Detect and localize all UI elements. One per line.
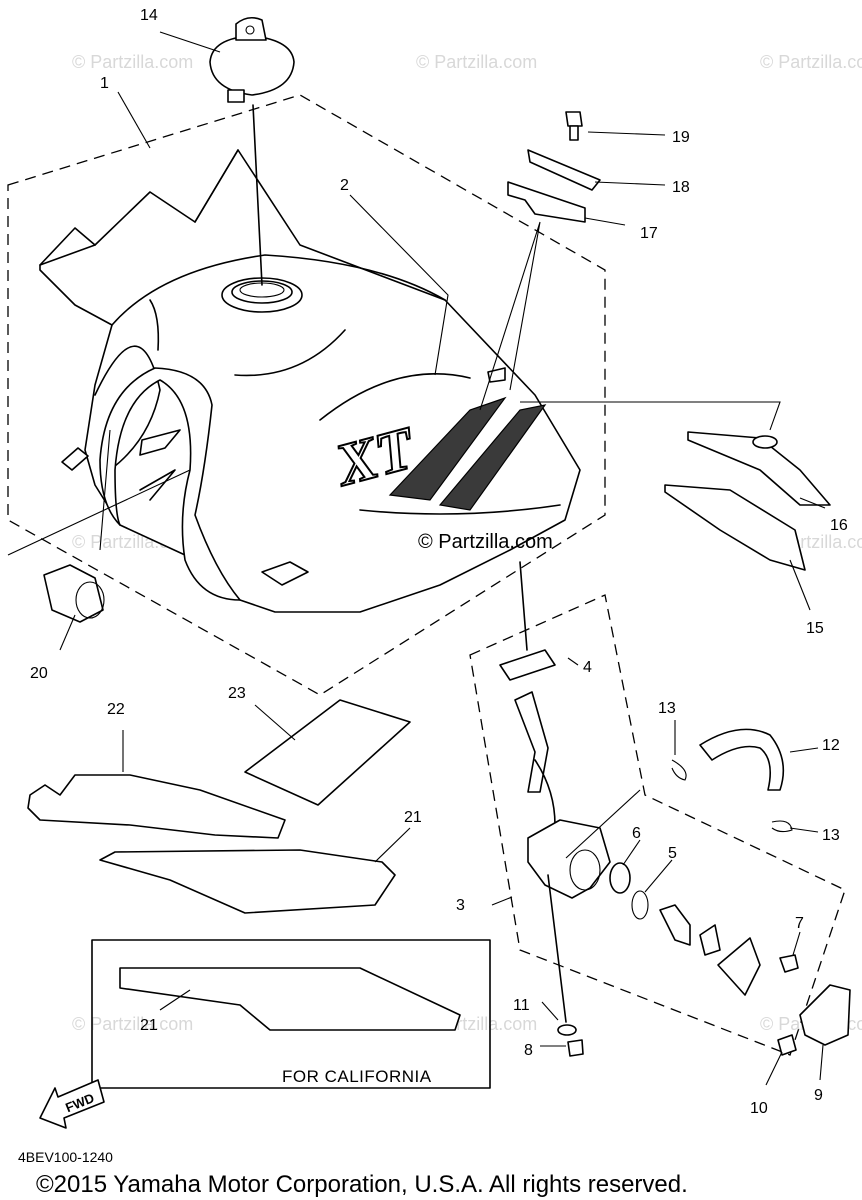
watermark: © Partzilla.com	[72, 52, 193, 72]
callout-21: 21	[404, 809, 422, 826]
callout-9: 9	[814, 1087, 823, 1104]
callout-5: 5	[668, 845, 677, 862]
watermark: © Partzilla.com	[72, 1014, 193, 1034]
callout-8: 8	[524, 1042, 533, 1059]
fuel-strainer	[514, 691, 549, 793]
lever-plate	[717, 937, 761, 996]
callout-13: 13	[658, 700, 676, 717]
watermark-center: © Partzilla.com	[418, 531, 553, 553]
fuel-hose-12	[699, 728, 785, 791]
watermark: © Partzilla.com	[416, 52, 537, 72]
callout-17: 17	[640, 225, 658, 242]
callout-20: 20	[30, 665, 48, 682]
callout-12: 12	[822, 737, 840, 754]
callout-6: 6	[632, 825, 641, 842]
o-ring-5	[631, 890, 649, 920]
packing-6	[609, 862, 631, 894]
screw-10	[777, 1034, 797, 1056]
callout-21: 21	[140, 1017, 158, 1034]
clip-13	[771, 820, 793, 833]
callout-14: 14	[140, 7, 158, 24]
pad-21	[99, 849, 396, 914]
leader-lines	[7, 31, 826, 1086]
fuel-cock-outline	[469, 594, 846, 1056]
callout-13: 13	[822, 827, 840, 844]
callout-3: 3	[456, 897, 465, 914]
cap-20	[43, 564, 105, 623]
pad-21-california	[119, 967, 461, 1031]
plate-18	[527, 149, 601, 191]
valve	[659, 904, 691, 946]
callout-23: 23	[228, 685, 246, 702]
callout-10: 10	[750, 1100, 768, 1117]
damper-17	[507, 181, 586, 223]
callout-22: 22	[107, 701, 125, 718]
callouts: 14 1 2 19 18 17 16 15 20 4 23 22 13 12 2…	[30, 7, 848, 1117]
callout-4: 4	[583, 659, 592, 676]
bolt-19	[565, 111, 583, 141]
fuel-tank: XT	[39, 149, 581, 613]
callout-19: 19	[672, 129, 690, 146]
callout-11: 11	[513, 997, 530, 1014]
callout-1: 1	[100, 75, 109, 92]
fwd-arrow: FWD	[39, 1079, 105, 1129]
callout-2: 2	[340, 177, 349, 194]
bolt-8	[567, 1039, 584, 1057]
california-label: FOR CALIFORNIA	[282, 1067, 432, 1086]
clip-13	[671, 759, 687, 781]
leader-line	[519, 561, 528, 651]
fuel-cap	[209, 16, 295, 103]
watermark: © Partzilla.com	[760, 52, 862, 72]
gasket-4	[499, 649, 556, 681]
callout-16: 16	[830, 517, 848, 534]
lever-9	[799, 984, 851, 1046]
pad-22	[27, 774, 286, 839]
callout-7: 7	[795, 915, 804, 932]
bracket-15	[664, 484, 806, 571]
california-box	[91, 939, 491, 1089]
screw-7	[779, 954, 799, 973]
copyright: ©2015 Yamaha Motor Corporation, U.S.A. A…	[36, 1171, 688, 1198]
pad-23	[244, 699, 411, 806]
washer-11	[557, 1024, 577, 1036]
diagram-code: 4BEV100-1240	[18, 1149, 113, 1165]
leader-line	[252, 104, 263, 286]
tank-assembly-outline	[7, 94, 606, 696]
callout-15: 15	[806, 620, 824, 637]
callout-18: 18	[672, 179, 690, 196]
